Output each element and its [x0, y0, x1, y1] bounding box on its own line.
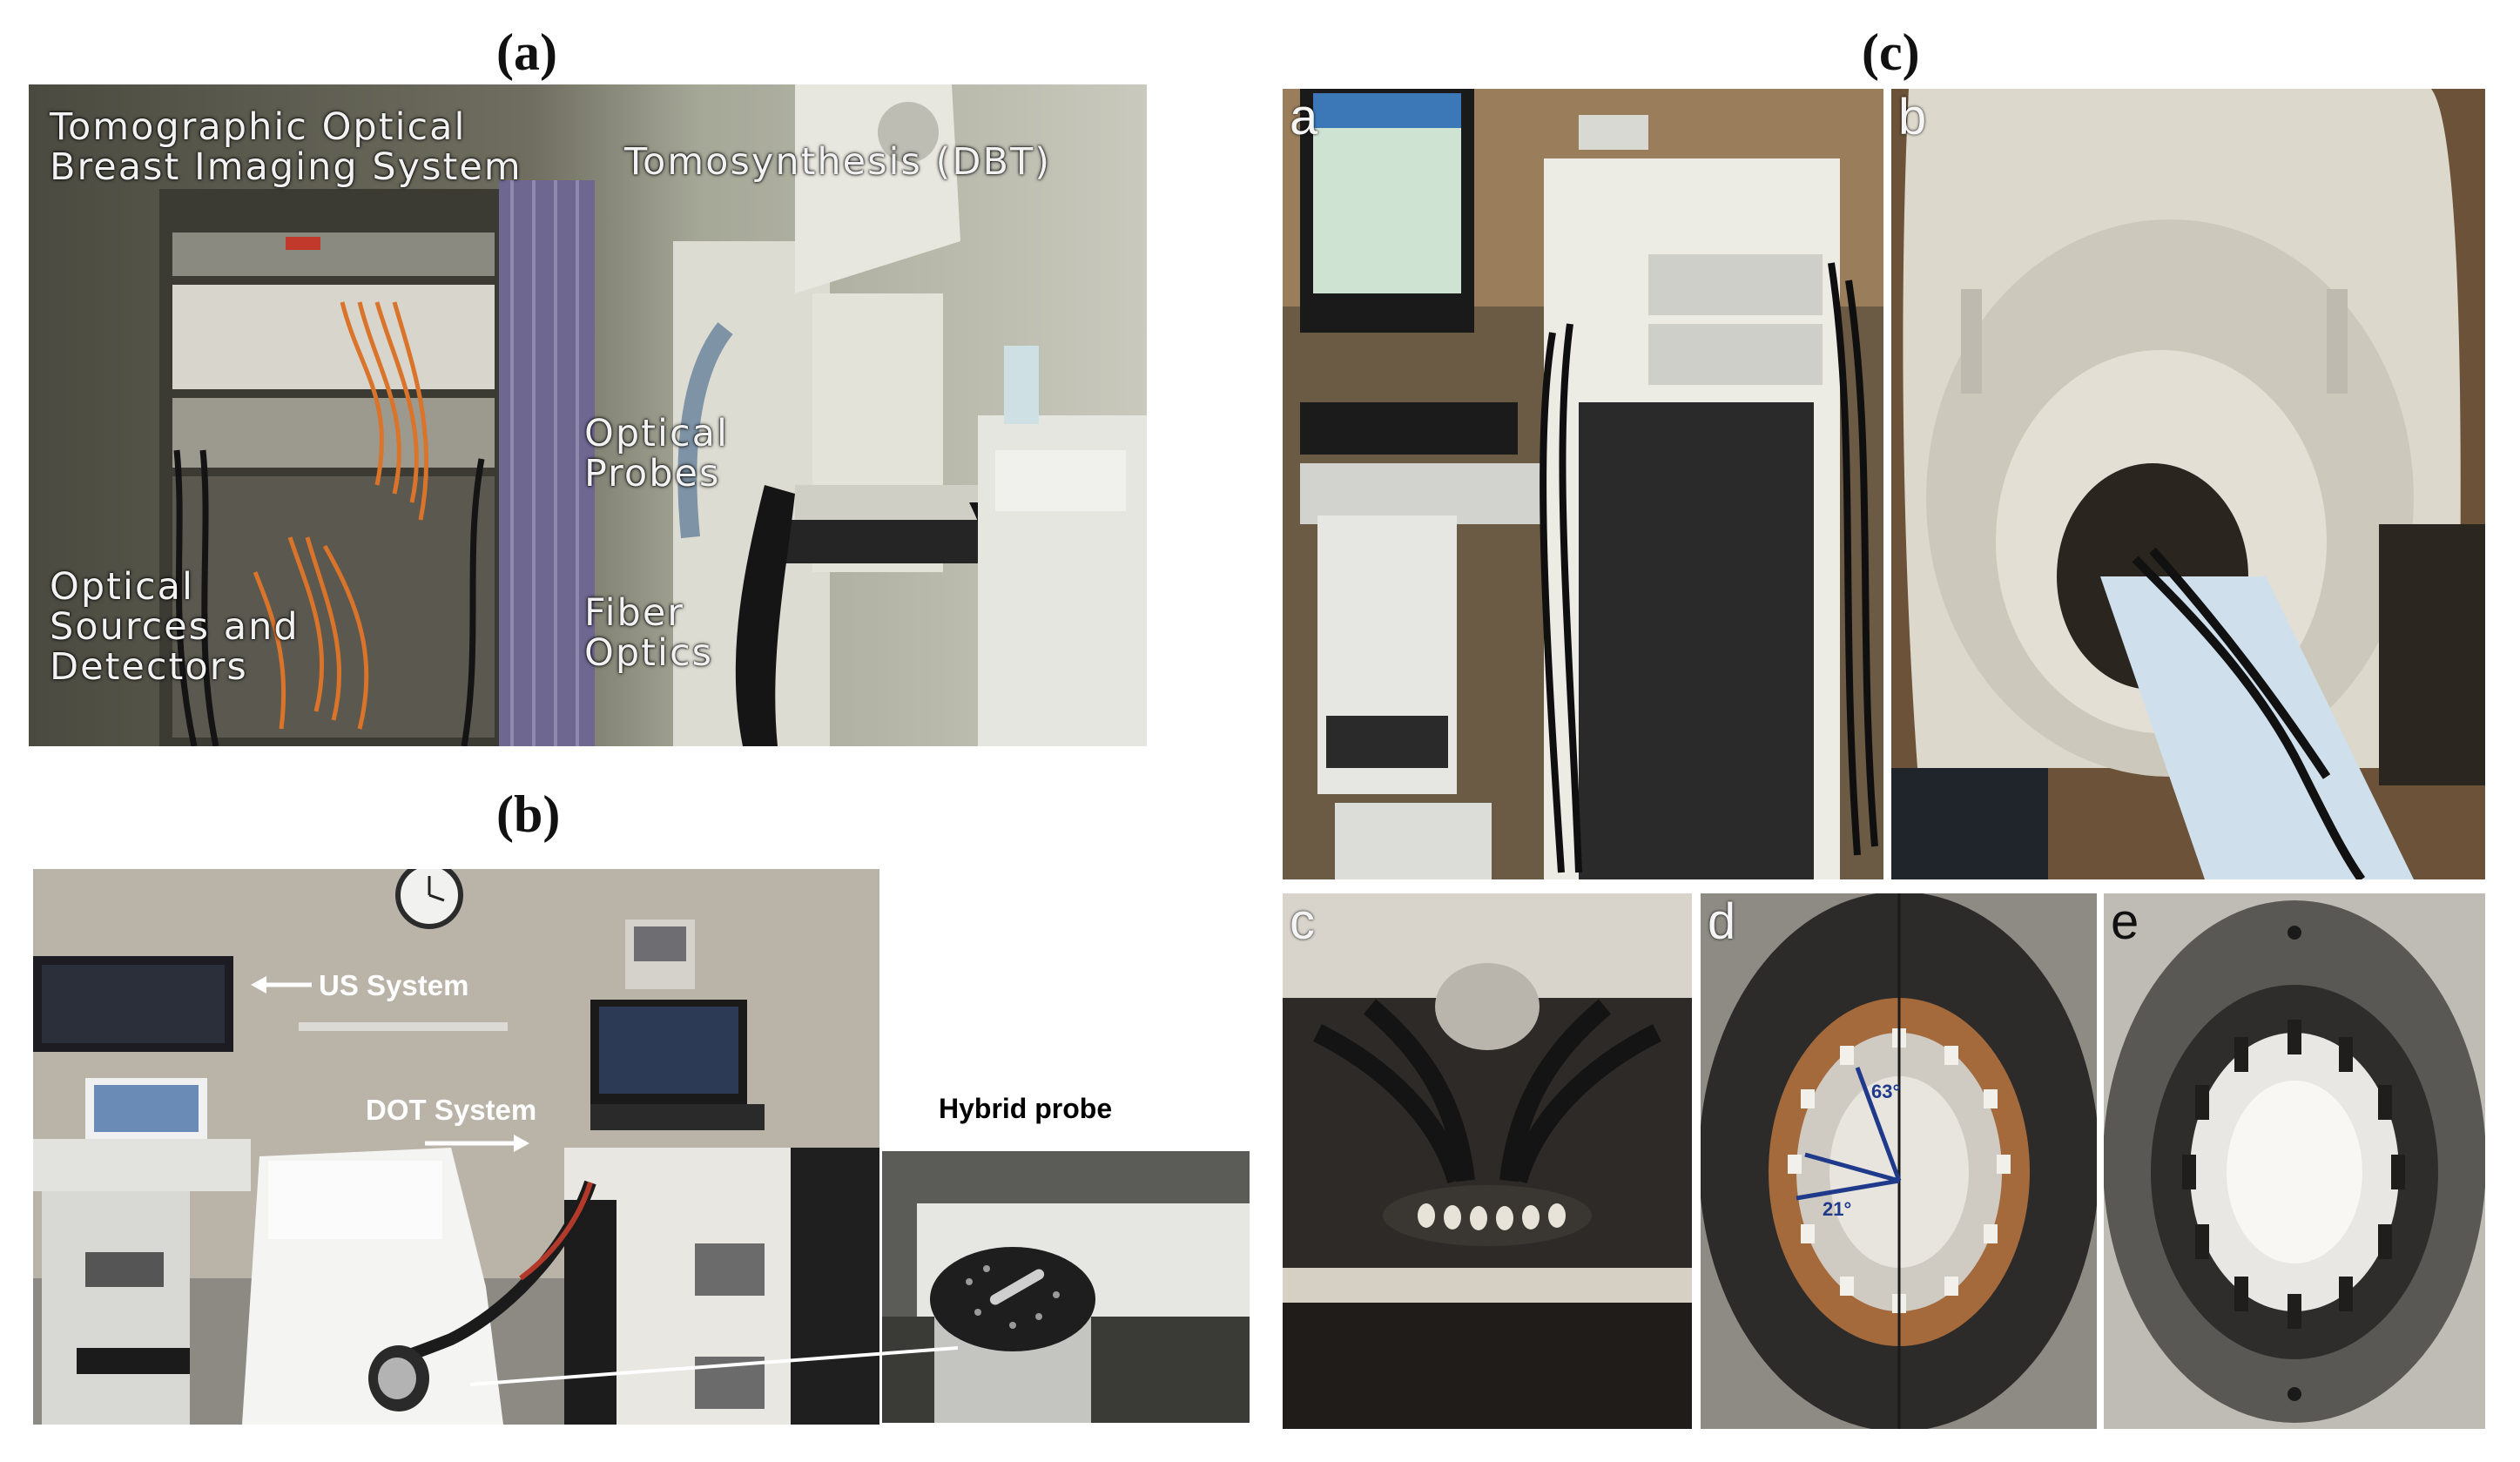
- label-sources-detectors-line2: Sources and: [50, 605, 300, 649]
- label-sources-detectors-line3: Detectors: [50, 645, 248, 689]
- angle-label-63: 63°: [1871, 1081, 1901, 1102]
- photo-optical-tomosynthesis-system: Tomographic Optical Breast Imaging Syste…: [29, 84, 1147, 746]
- photo-c-c-fiber-interface: c: [1283, 893, 1692, 1429]
- photo-c-e-coil-ring: e: [2104, 893, 2485, 1429]
- label-optical-probes-line2: Probes: [584, 452, 721, 495]
- arrow-us-system: [251, 976, 312, 994]
- sublabel-c-e: e: [2111, 893, 2139, 950]
- label-imaging-system-line1: Tomographic Optical: [50, 105, 467, 149]
- label-imaging-system-line2: Breast Imaging System: [50, 145, 522, 189]
- angle-label-21: 21°: [1823, 1198, 1852, 1220]
- sublabel-c-a: a: [1290, 89, 1318, 145]
- label-hybrid-probe: Hybrid probe: [939, 1093, 1113, 1124]
- sublabel-c-c: c: [1290, 893, 1315, 950]
- panel-letter-c: (c): [1862, 24, 1920, 81]
- label-sources-detectors-line1: Optical: [50, 565, 194, 609]
- panel-letter-a: (a): [496, 24, 557, 81]
- photo-us-dot-room: US System DOT System: [33, 869, 879, 1425]
- panel-letter-b: (b): [496, 785, 561, 843]
- photo-c-d-fiber-ring: 63° 21° d: [1701, 893, 2097, 1429]
- photo-c-a-workstation: a: [1283, 89, 1883, 879]
- sublabel-c-b: b: [1898, 89, 1927, 145]
- label-us-system: US System: [319, 969, 469, 1001]
- pointer-line-hybrid-probe: [470, 1346, 958, 1386]
- sublabel-c-d: d: [1708, 893, 1736, 950]
- label-dot-system: DOT System: [366, 1094, 537, 1126]
- arrow-dot-system: [425, 1135, 529, 1152]
- label-optical-probes-line1: Optical: [584, 412, 729, 455]
- label-tomosynthesis: Tomosynthesis (DBT): [624, 140, 1051, 184]
- photo-hybrid-probe-closeup: [882, 1151, 1250, 1423]
- label-fiber-optics-line2: Optics: [584, 631, 713, 675]
- photo-c-b-mri-scanner: b: [1891, 89, 2485, 879]
- label-fiber-optics-line1: Fiber: [584, 591, 684, 635]
